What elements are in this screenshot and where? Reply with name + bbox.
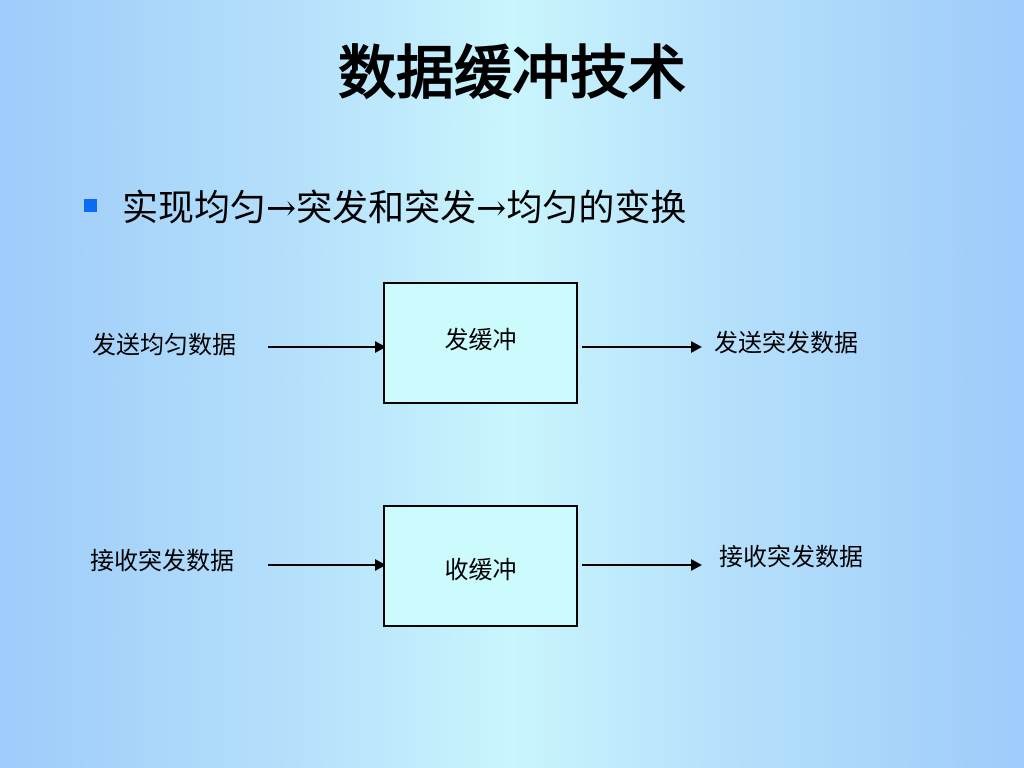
send-input-label: 发送均匀数据 [92,331,236,359]
square-bullet-icon [84,198,97,212]
send-output-arrow [582,341,702,353]
recv-buffer-label: 收缓冲 [444,556,517,584]
send-buffer-label: 发缓冲 [444,326,517,354]
send-output-label: 发送突发数据 [714,329,858,357]
send-buffer-box: 发缓冲 [383,282,578,404]
recv-output-arrow [582,559,702,571]
recv-input-arrow [268,559,386,571]
recv-output-label: 接收突发数据 [719,543,863,571]
bullet-point: 实现均匀→突发和突发→均匀的变换 [84,180,686,230]
recv-input-label: 接收突发数据 [90,547,234,575]
recv-buffer-box: 收缓冲 [383,505,578,627]
send-input-arrow [268,341,386,353]
bullet-text: 实现均匀→突发和突发→均匀的变换 [122,188,687,229]
slide-title: 数据缓冲技术 [337,39,686,107]
